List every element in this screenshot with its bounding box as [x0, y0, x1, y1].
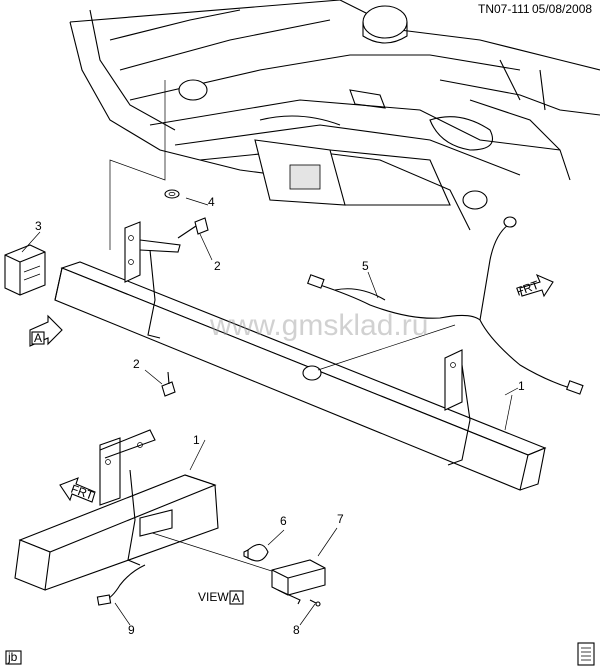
connector-module-7 — [271, 559, 326, 605]
vehicle-underbody — [69, 0, 600, 231]
callout-3: 3 — [35, 219, 42, 233]
figure-date: 05/08/2008 — [532, 2, 592, 16]
front-direction-arrow-lower: FRT — [59, 477, 96, 503]
callout-labels: 3 4 2 5 2 1 1 6 7 9 8 — [35, 195, 525, 637]
bolt-2-lower — [161, 371, 176, 397]
footer-tag: jb — [5, 650, 22, 665]
callout-2-lower: 2 — [133, 357, 140, 371]
view-a-label: VIEW A — [198, 590, 244, 605]
document-icon — [577, 642, 595, 666]
screw-8 — [309, 599, 321, 607]
view-a-marker: A — [29, 314, 63, 347]
callout-9: 9 — [128, 623, 135, 637]
figure-id: TN07-111 — [478, 2, 530, 16]
watermark: www.gmsklad.ru — [209, 309, 428, 342]
footer-tag-text: jb — [7, 650, 18, 664]
callout-1-upper: 1 — [518, 379, 525, 393]
pigtail-harness-9 — [96, 564, 146, 606]
wiring-harness-5 — [307, 216, 584, 395]
detail-view-crossbar — [14, 429, 219, 591]
bolt-2-upper — [177, 217, 209, 239]
leader-lines — [21, 80, 519, 626]
hitch-crossbar — [54, 261, 547, 491]
connector-module-3 — [4, 244, 46, 296]
callout-8: 8 — [293, 623, 300, 637]
receiver-opening — [289, 164, 321, 190]
callout-4: 4 — [208, 195, 215, 209]
callout-1-lower: 1 — [193, 433, 200, 447]
left-bracket — [124, 221, 181, 339]
bump-stop — [362, 5, 408, 39]
frt-label-upper: FRT — [514, 278, 541, 299]
view-label-text: VIEW — [198, 590, 229, 604]
view-marker-letter: A — [34, 331, 42, 345]
callout-2-upper: 2 — [214, 259, 221, 273]
front-direction-arrow-upper: FRT — [514, 273, 554, 299]
callout-6: 6 — [280, 514, 287, 528]
bulb-6 — [243, 543, 269, 562]
nut-4 — [164, 189, 180, 199]
callout-5: 5 — [362, 259, 369, 273]
callout-7: 7 — [337, 512, 344, 526]
view-label-letter: A — [232, 591, 240, 605]
right-bracket — [444, 349, 471, 466]
